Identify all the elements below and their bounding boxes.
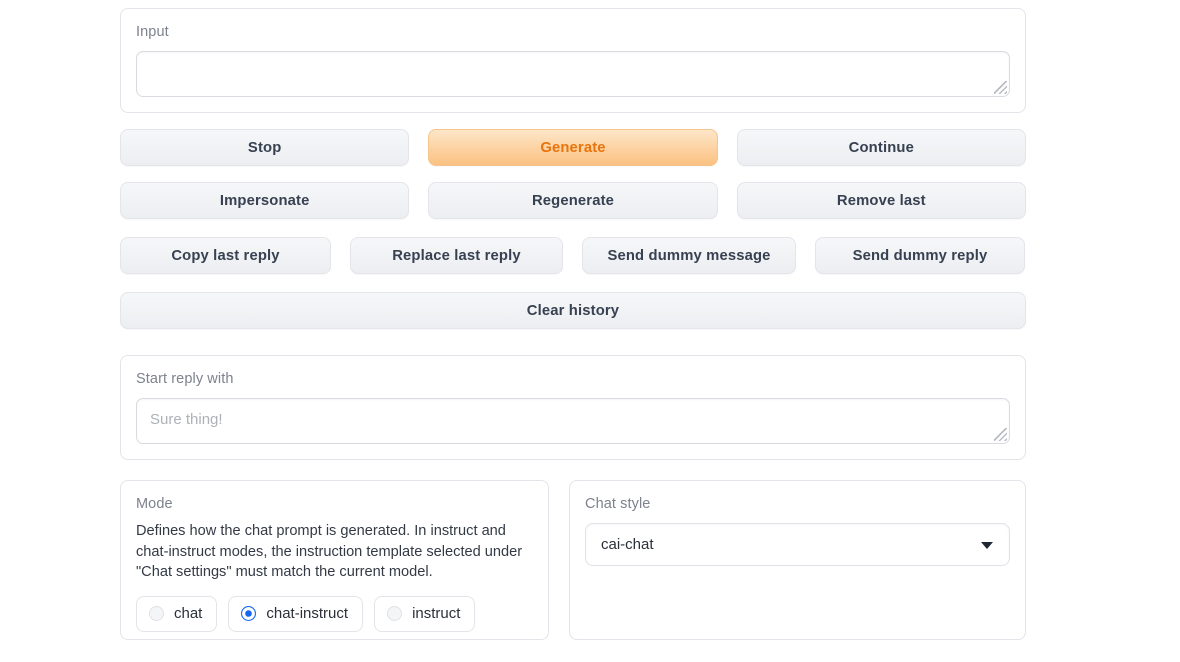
chat-style-label: Chat style (585, 496, 651, 512)
radio-selected-icon (241, 606, 257, 621)
content-column: Input Stop Generate Continue Impersonate… (120, 8, 1026, 640)
radio-icon (149, 606, 164, 621)
start-reply-panel: Start reply with Sure thing! (120, 355, 1026, 460)
mode-panel: Mode Defines how the chat prompt is gene… (120, 480, 549, 640)
start-reply-placeholder: Sure thing! (150, 411, 223, 428)
mode-label: Mode (136, 496, 173, 512)
remove-last-button[interactable]: Remove last (736, 182, 1026, 219)
chat-style-select[interactable]: cai-chat (585, 523, 1010, 566)
button-row-clear: Clear history (120, 292, 1026, 329)
stop-button[interactable]: Stop (120, 129, 410, 166)
send-dummy-message-button[interactable]: Send dummy message (582, 237, 796, 274)
resize-handle-icon[interactable] (994, 81, 1007, 94)
send-dummy-reply-button[interactable]: Send dummy reply (815, 237, 1025, 274)
resize-handle-icon[interactable] (994, 428, 1007, 441)
chat-style-selected-value: cai-chat (601, 536, 654, 553)
start-reply-textarea[interactable]: Sure thing! (136, 398, 1010, 444)
replace-last-reply-button[interactable]: Replace last reply (350, 237, 563, 274)
continue-button[interactable]: Continue (736, 129, 1026, 166)
radio-icon (387, 606, 403, 621)
copy-last-reply-button[interactable]: Copy last reply (120, 237, 331, 274)
button-row-secondary: Impersonate Regenerate Remove last (120, 182, 1026, 219)
mode-option-chat-label: chat (174, 604, 203, 622)
chat-style-panel: Chat style cai-chat (569, 480, 1026, 640)
mode-option-chat-instruct[interactable]: chat-instruct (228, 595, 364, 632)
mode-description: Defines how the chat prompt is generated… (136, 523, 523, 580)
mode-option-chat[interactable]: chat (136, 595, 218, 632)
bottom-settings-row: Mode Defines how the chat prompt is gene… (120, 480, 1026, 640)
impersonate-button[interactable]: Impersonate (120, 182, 410, 219)
mode-option-instruct-label: instruct (412, 604, 461, 622)
chat-style-column: Chat style cai-chat (569, 480, 1026, 640)
mode-radio-group: chat chat-instruct instruct (136, 595, 533, 632)
start-reply-label: Start reply with (136, 371, 234, 387)
input-label: Input (136, 24, 169, 40)
mode-option-chat-instruct-label: chat-instruct (266, 604, 349, 622)
chevron-down-icon[interactable] (981, 541, 993, 549)
clear-history-button[interactable]: Clear history (120, 292, 1026, 329)
mode-column: Mode Defines how the chat prompt is gene… (120, 480, 549, 640)
button-row-primary: Stop Generate Continue (120, 129, 1026, 166)
mode-option-instruct[interactable]: instruct (374, 595, 476, 632)
generate-button[interactable]: Generate (428, 129, 718, 166)
regenerate-button[interactable]: Regenerate (428, 182, 718, 219)
input-textarea[interactable] (136, 51, 1010, 97)
input-panel: Input (120, 8, 1026, 113)
button-row-utility: Copy last reply Replace last reply Send … (120, 237, 1026, 274)
